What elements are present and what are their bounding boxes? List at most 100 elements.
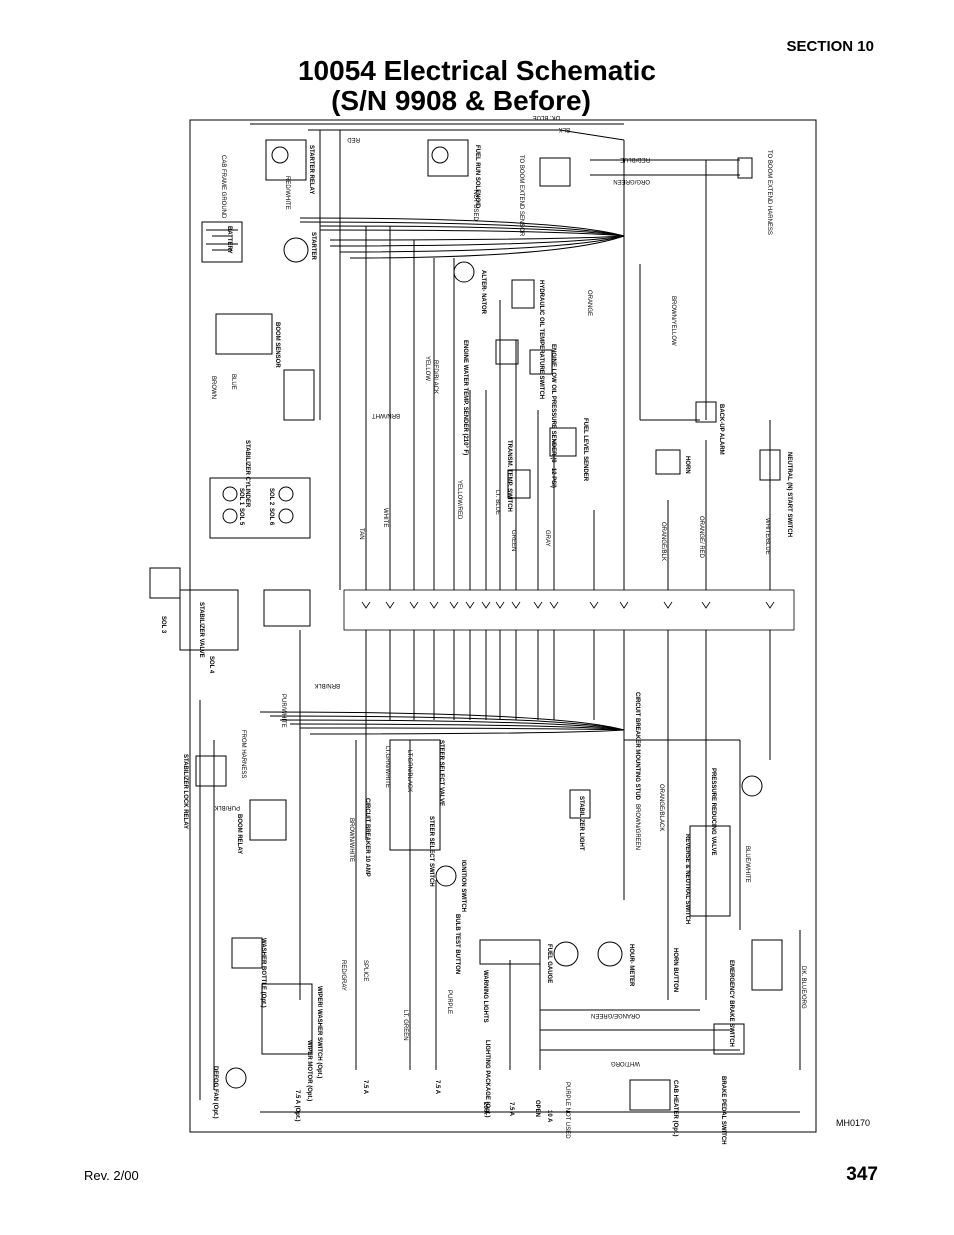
transm-temp-box bbox=[507, 469, 531, 499]
fuse-label: 7.5 A bbox=[434, 1080, 440, 1095]
label-fuel-level-sender: FUEL LEVEL SENDER bbox=[582, 418, 588, 482]
bulb-test-box bbox=[479, 939, 541, 965]
section-heading: SECTION 10 bbox=[786, 38, 874, 55]
wire-label: LT. GREEN bbox=[402, 1010, 408, 1041]
label-starter-relay: STARTER RELAY bbox=[308, 145, 314, 194]
boom-sensor-box bbox=[215, 313, 273, 355]
main-connector-block bbox=[343, 589, 795, 631]
starter-relay-box bbox=[265, 139, 307, 181]
wire-label: BRN/BLK bbox=[314, 682, 340, 688]
label-backup-alarm: BACK-UP ALARM bbox=[718, 404, 724, 455]
page-title: 10054 Electrical Schematic bbox=[297, 55, 656, 86]
wire-label: ORANGE/BLK bbox=[660, 522, 666, 561]
label-horn: HORN bbox=[684, 456, 690, 474]
pressure-valve-symbol bbox=[741, 775, 763, 797]
fuse-label: PURPLE NOT USED bbox=[564, 1082, 570, 1139]
steer-select-box bbox=[389, 739, 441, 851]
fuse-label: 10 A bbox=[546, 1110, 552, 1123]
cab-heater-box bbox=[629, 1079, 671, 1111]
label-hyd-oil-temp: HYDRAULIC OIL TEMPERATURE SWITCH bbox=[538, 280, 544, 399]
wire-label: PUR/WHITE bbox=[280, 694, 286, 728]
wire-label: TAN bbox=[358, 528, 364, 540]
wire-label: ORANGE/GREEN bbox=[591, 1012, 640, 1018]
fuel-level-box bbox=[549, 427, 577, 457]
lower-harness bbox=[199, 630, 801, 1113]
boom-relay-box bbox=[249, 799, 287, 841]
fuse-label: 20 A bbox=[482, 1102, 488, 1115]
wire-label: DK. BLUE/ORG bbox=[800, 966, 806, 1009]
defog-fan-symbol bbox=[225, 1067, 247, 1089]
fuse-label: 7.5 A bbox=[508, 1102, 514, 1117]
label-ignition-switch: IGNITION SWITCH bbox=[460, 860, 466, 912]
component-symbols bbox=[149, 139, 783, 1111]
wire-label: RED/BLUE bbox=[620, 156, 650, 162]
sol-label: SOL 3 bbox=[160, 616, 166, 634]
label-fuel-gauge: FUEL GAUGE bbox=[546, 944, 552, 983]
upper-harness bbox=[250, 123, 771, 590]
label-splice: SPLICE bbox=[362, 960, 368, 981]
label-horn-button: HORN BUTTON bbox=[672, 948, 678, 992]
label-wiper-washer-switch: WIPER/ WASHER SWITCH (Opt.) bbox=[316, 986, 322, 1078]
wire-label: WHT/ORG bbox=[611, 1060, 640, 1066]
oil-pressure-box bbox=[529, 349, 553, 375]
fuse-label: 7.5 A (Opt.) bbox=[294, 1090, 300, 1122]
revision-note: Rev. 2/00 bbox=[84, 1168, 139, 1183]
wire-label: GRAY bbox=[544, 530, 550, 547]
label-boom-extend-sensor: TO BOOM EXTEND SENSOR bbox=[518, 155, 524, 237]
stabilizer-valve-box bbox=[179, 589, 239, 651]
wire-label: GREEN bbox=[510, 530, 516, 551]
stabilizer-cylinder-box bbox=[209, 477, 311, 539]
page-number: 347 bbox=[846, 1164, 878, 1185]
label-fuel-run-solenoid: FUEL RUN SOLENOID bbox=[474, 145, 480, 209]
wire-label: ORANGE/BLACK bbox=[658, 784, 664, 831]
wire-label: RED/WHITE bbox=[284, 176, 290, 210]
wire-label: ORANGE/ RED bbox=[698, 516, 704, 559]
wire-label: BLK bbox=[559, 126, 570, 132]
wire-label: RED/BLACK bbox=[432, 360, 438, 394]
hourmeter-symbol bbox=[597, 941, 623, 967]
label-steer-select-switch: STEER SELECT SWITCH bbox=[428, 816, 434, 887]
hyd-temp-switch-box bbox=[511, 279, 535, 309]
label-stabilizer-light: STABILIZER LIGHT bbox=[578, 796, 584, 851]
neutral-start-box bbox=[759, 449, 781, 481]
label-washer-bottle: WASHER BOTTLE (Opt.) bbox=[260, 938, 266, 1008]
wire-label: WHITE bbox=[382, 508, 388, 527]
label-boom-sensor: BOOM SENSOR bbox=[274, 322, 280, 368]
wire-label: LT. BLUE bbox=[494, 490, 500, 515]
sol-label: SOL 1 bbox=[238, 488, 244, 506]
alternator-symbol bbox=[453, 261, 475, 283]
label-stabilizer-lock-relay: STABILIZER LOCK RELAY bbox=[182, 754, 188, 829]
wire-label: YELLOW bbox=[424, 356, 430, 381]
label-stabilizer-cylinder: STABILIZER CYLINDER bbox=[244, 440, 250, 508]
wire-label: LT.GRN/WHITE bbox=[384, 746, 390, 788]
wire-label: BROWN/GREEN bbox=[634, 804, 640, 850]
wire-label: BLUE/WHITE bbox=[744, 846, 750, 883]
label-cab-frame-ground: CAB FRAME GROUND bbox=[220, 155, 226, 219]
label-bulb-test: BULB TEST BUTTON bbox=[454, 914, 460, 974]
label-starter: STARTER bbox=[310, 232, 316, 261]
fuse-label: OPEN bbox=[534, 1100, 540, 1117]
label-boom-relay: BOOM RELAY bbox=[236, 814, 242, 854]
fuel-solenoid-box bbox=[427, 139, 469, 177]
label-engine-water-temp: ENGINE WATER TEMP. SENDER (210° F) bbox=[462, 340, 468, 455]
label-steer-select-valve: STEER SELECT VALVE bbox=[438, 740, 444, 806]
wire-label: RED/GRAY bbox=[340, 960, 346, 991]
wire-label: WHITE/BLUE bbox=[764, 518, 770, 555]
solenoid-labels: SOL 1 SOL 2 SOL 5 SOL 6 SOL 3 SOL 4 bbox=[160, 488, 274, 674]
label-reverse-neutral: REVERSE & NEUTRAL SWITCH bbox=[684, 834, 690, 924]
brake-pedal-box bbox=[713, 1023, 745, 1055]
sol-label: SOL 6 bbox=[268, 508, 274, 526]
stabilizer-lock-relay-box bbox=[195, 755, 227, 787]
wire-label: BROWN bbox=[210, 376, 216, 399]
starter-motor bbox=[283, 237, 309, 263]
wire-label: ORANGE bbox=[586, 290, 592, 316]
wire-label: DK. BLUE bbox=[533, 114, 560, 120]
wire-label: YELLOW/RED bbox=[456, 480, 462, 520]
component-labels: STARTER RELAY FUEL RUN SOLENOID TO BOOM … bbox=[182, 145, 792, 1145]
label-emergency-brake: EMERGENCY BRAKE SWITCH bbox=[728, 960, 734, 1047]
wire-label: LT.GRN/BLACK bbox=[406, 750, 412, 792]
wire-labels: RED BLK DK. BLUE RED/BLUE ORG/GREEN RED/… bbox=[210, 114, 806, 1066]
connector-pins bbox=[361, 601, 775, 609]
backup-alarm-box bbox=[695, 401, 717, 423]
